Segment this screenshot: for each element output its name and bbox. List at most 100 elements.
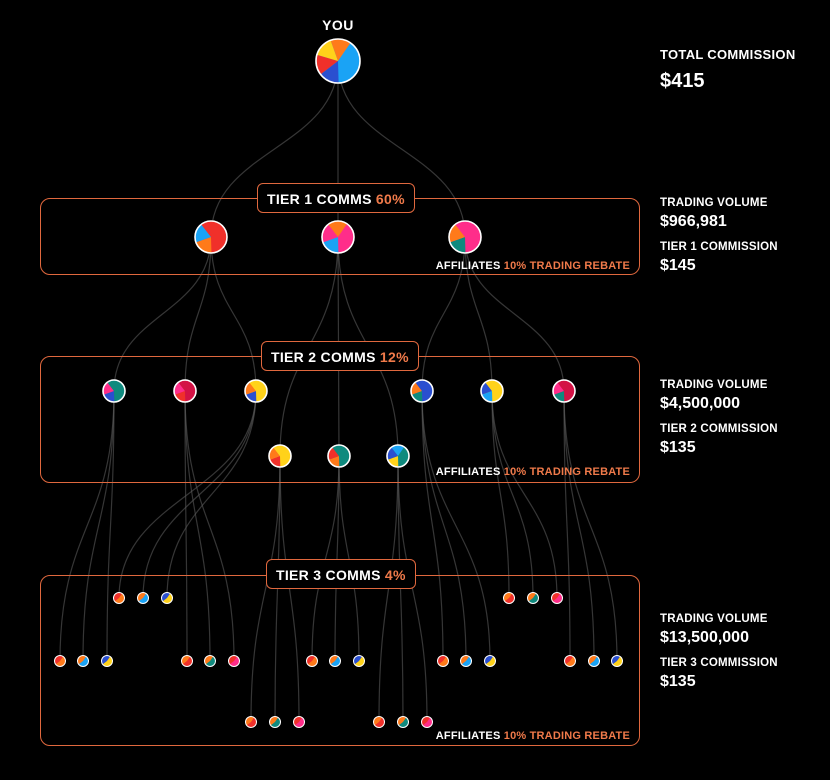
tier3-avatar-12[interactable] [293, 716, 305, 728]
tier2-avatar-4[interactable] [268, 444, 292, 468]
tier2-avatar-1[interactable] [102, 379, 126, 403]
tier2-avatar-2[interactable] [173, 379, 197, 403]
tier-2-volume-value: $4,500,000 [660, 395, 741, 412]
tier-3-pct: 4% [384, 567, 406, 583]
link-tier2-tier3-17 [397, 455, 404, 723]
link-tier2-tier3-12 [279, 455, 300, 723]
tier-2-title: TIER 2 COMMS 12% [261, 341, 419, 371]
tier1-avatar-1[interactable] [194, 220, 228, 254]
tier-2-commission-value: $135 [660, 439, 696, 456]
tier-1-stats: TRADING VOLUME $966,981 TIER 1 COMMISSIO… [660, 197, 778, 285]
tier2-avatar-9[interactable] [552, 379, 576, 403]
tier2-avatar-8[interactable] [480, 379, 504, 403]
tier3-avatar-13[interactable] [306, 655, 318, 667]
tier3-avatar-26[interactable] [588, 655, 600, 667]
tier3-avatar-5[interactable] [204, 655, 216, 667]
link-tier2-tier3-2 [82, 390, 115, 662]
link-tier2-tier3-11 [274, 455, 281, 723]
tier1-avatar-2[interactable] [321, 220, 355, 254]
tier2-avatar-7[interactable] [410, 379, 434, 403]
tier-3-commission-label: TIER 3 COMMISSION [660, 657, 778, 669]
tier3-avatar-17[interactable] [397, 716, 409, 728]
tier3-avatar-11[interactable] [269, 716, 281, 728]
link-root-tier1-1 [210, 60, 339, 238]
total-commission-panel: TOTAL COMMISSION $415 [660, 47, 796, 93]
link-tier2-tier3-22 [491, 390, 510, 599]
link-tier2-tier3-4 [184, 390, 188, 662]
tier-2-pct: 12% [379, 349, 409, 365]
link-tier2-tier3-27 [563, 390, 618, 662]
link-tier2-tier3-25 [563, 390, 571, 662]
link-tier2-tier3-10 [250, 455, 281, 723]
tier-2-rebate-prefix: AFFILIATES [435, 466, 501, 478]
tier3-avatar-7[interactable] [113, 592, 125, 604]
link-tier2-tier3-5 [184, 390, 211, 662]
total-commission-value: $415 [660, 70, 705, 92]
link-tier2-tier3-14 [334, 455, 340, 662]
tier3-avatar-15[interactable] [353, 655, 365, 667]
link-tier2-tier3-21 [421, 390, 491, 662]
tier2-avatar-5[interactable] [327, 444, 351, 468]
link-tier2-tier3-7 [118, 390, 257, 599]
tier3-avatar-1[interactable] [54, 655, 66, 667]
tier-3-volume-value: $13,500,000 [660, 629, 749, 646]
tier-2-commission-label: TIER 2 COMMISSION [660, 423, 778, 435]
tier-3-title-text: TIER 3 COMMS [276, 567, 381, 583]
tier3-avatar-14[interactable] [329, 655, 341, 667]
tier-3-box [40, 575, 640, 746]
tier-3-title: TIER 3 COMMS 4% [266, 559, 416, 589]
tier3-avatar-10[interactable] [245, 716, 257, 728]
tier2-avatar-3[interactable] [244, 379, 268, 403]
link-tier1-tier2-1 [113, 236, 212, 392]
link-tier2-tier3-16 [378, 455, 399, 723]
tier2-avatar-6[interactable] [386, 444, 410, 468]
tier-2-volume-label: TRADING VOLUME [660, 379, 768, 391]
link-tier2-tier3-15 [338, 455, 360, 662]
tier-3-rebate-highlight: 10% TRADING REBATE [503, 730, 630, 742]
link-tier2-tier3-19 [421, 390, 444, 662]
tier3-avatar-23[interactable] [527, 592, 539, 604]
tier-2-rebate-highlight: 10% TRADING REBATE [503, 466, 630, 478]
link-tier2-tier3-20 [421, 390, 467, 662]
link-tier1-tier2-8 [464, 236, 493, 392]
link-tier2-tier3-24 [491, 390, 558, 599]
tier3-avatar-6[interactable] [228, 655, 240, 667]
tier-2-rebate: AFFILIATES 10% TRADING REBATE [436, 466, 630, 478]
tier3-avatar-27[interactable] [611, 655, 623, 667]
tier-1-rebate-prefix: AFFILIATES [435, 260, 501, 272]
link-tier1-tier2-3 [210, 236, 257, 392]
tier3-avatar-24[interactable] [551, 592, 563, 604]
link-tier2-tier3-3 [106, 390, 115, 662]
root-avatar[interactable] [315, 38, 361, 84]
tier-3-commission-value: $135 [660, 673, 696, 690]
link-tier2-tier3-18 [397, 455, 428, 723]
tier3-avatar-22[interactable] [503, 592, 515, 604]
tier3-avatar-18[interactable] [421, 716, 433, 728]
link-tier2-tier3-9 [166, 390, 257, 599]
tier-1-title-text: TIER 1 COMMS [267, 191, 372, 207]
tier3-avatar-8[interactable] [137, 592, 149, 604]
tier3-avatar-4[interactable] [181, 655, 193, 667]
root-label: YOU [322, 17, 354, 33]
tier3-avatar-9[interactable] [161, 592, 173, 604]
tier3-avatar-19[interactable] [437, 655, 449, 667]
link-tier1-tier2-2 [184, 236, 212, 392]
total-commission-label: TOTAL COMMISSION [660, 47, 796, 62]
tier-1-commission-value: $145 [660, 257, 696, 274]
link-tier1-tier2-7 [421, 236, 466, 392]
tier-3-rebate-prefix: AFFILIATES [435, 730, 501, 742]
tier3-avatar-21[interactable] [484, 655, 496, 667]
tier-1-rebate-highlight: 10% TRADING REBATE [503, 260, 630, 272]
link-tier2-tier3-8 [142, 390, 257, 599]
link-tier2-tier3-1 [59, 390, 115, 662]
tier-1-pct: 60% [375, 191, 405, 207]
tier3-avatar-20[interactable] [460, 655, 472, 667]
tier3-avatar-3[interactable] [101, 655, 113, 667]
tier1-avatar-3[interactable] [448, 220, 482, 254]
tier3-avatar-25[interactable] [564, 655, 576, 667]
link-tier2-tier3-6 [184, 390, 235, 662]
tier3-avatar-2[interactable] [77, 655, 89, 667]
tier3-avatar-16[interactable] [373, 716, 385, 728]
link-tier2-tier3-23 [491, 390, 534, 599]
